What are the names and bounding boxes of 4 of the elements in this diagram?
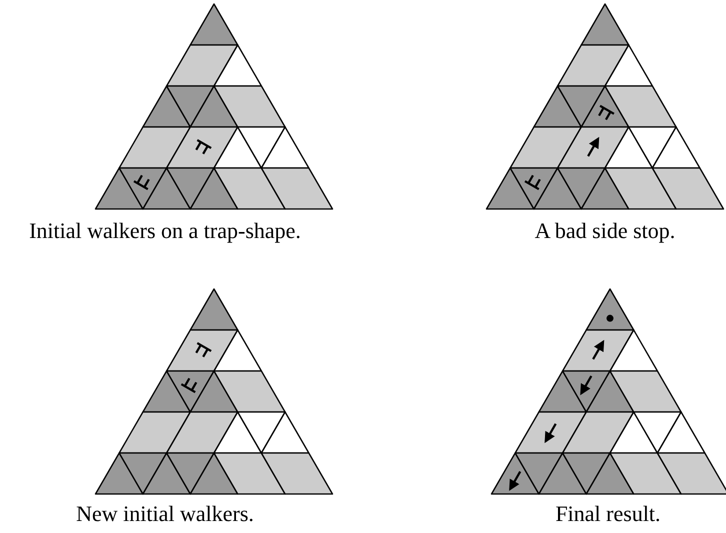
caption: A bad side stop. xyxy=(534,220,676,242)
caption: New initial walkers. xyxy=(76,503,254,525)
caption: Initial walkers on a trap-shape. xyxy=(29,220,301,242)
caption: Final result. xyxy=(555,503,661,525)
